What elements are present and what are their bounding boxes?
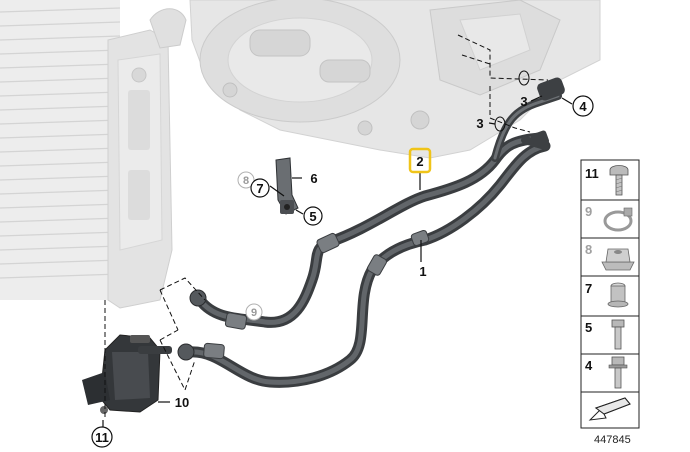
sidebar-cell-4[interactable]: 4 [580,353,640,393]
callout-4-circle [572,95,594,117]
callout-3-lower[interactable]: 3 [476,116,483,131]
callout-2[interactable]: 2 [416,154,423,169]
callout-4[interactable]: 4 [579,99,587,114]
callout-6[interactable]: 6 [310,171,317,186]
sidebar-cell-11[interactable]: 11 [580,159,640,201]
svg-text:9: 9 [585,204,592,219]
callout-8-circle [237,171,255,189]
callout-1[interactable]: 1 [419,264,426,279]
hex-bolt-washer-icon [608,356,628,389]
diagram-reference-number: 447845 [594,434,631,446]
callout-10[interactable]: 10 [175,395,189,410]
bracket [275,157,299,215]
sidebar-cell-5[interactable]: 5 [580,315,640,355]
callout-5-circle [303,206,323,226]
sidebar-cell-9[interactable]: 9 [580,199,640,239]
svg-text:5: 5 [585,320,592,335]
leader-lines [102,95,573,427]
callout-11-circle [91,426,113,448]
callout-labels: 2 1 3 3 4 6 8 7 5 9 10 11 [91,94,594,448]
pipe-ends [491,77,565,162]
parts-sidebar: 11 9 8 [580,159,640,429]
hose-clip-icon [603,207,633,232]
callout-7-circle [250,178,270,198]
callout-9-circle [245,303,263,321]
svg-text:8: 8 [585,242,592,257]
callout-5[interactable]: 5 [309,209,316,224]
flange-nut-icon [601,248,635,271]
radiator [0,0,187,309]
callout-9[interactable]: 9 [251,307,257,319]
svg-text:7: 7 [585,281,592,296]
oil-cooler-module [82,334,172,414]
callout-11[interactable]: 11 [95,430,109,445]
hex-bolt-icon [611,319,625,350]
hose-fittings [177,229,430,361]
spacer-sleeve-icon [607,282,629,308]
sidebar-cell-8[interactable]: 8 [580,237,640,277]
callout-7[interactable]: 7 [256,181,263,196]
direction-arrow-icon [588,397,631,421]
sidebar-cell-arrow [580,391,640,429]
callout-3-upper[interactable]: 3 [520,94,527,109]
hose-line-1 [184,140,551,388]
svg-text:4: 4 [585,358,593,373]
sidebar-cell-7[interactable]: 7 [580,275,640,317]
svg-text:11: 11 [585,166,599,181]
callout-2-highlight [408,147,432,174]
hose-line-2 [194,132,546,328]
callout-8[interactable]: 8 [243,175,249,187]
assembly-lines [104,34,549,420]
torx-bolt-icon [609,165,629,196]
